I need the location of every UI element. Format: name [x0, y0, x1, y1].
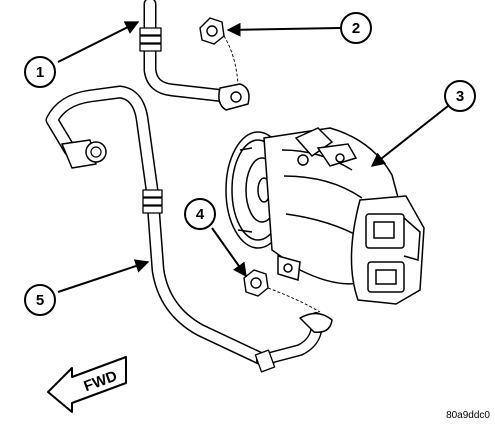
callout-5: 5: [24, 284, 56, 316]
callout-4-label: 4: [196, 206, 205, 223]
figure-code: 80a9ddc0: [446, 410, 490, 421]
nut-centerline-lower: [267, 287, 321, 313]
discharge-line: [139, 0, 250, 111]
nut-centerline-upper: [223, 35, 239, 85]
nut-lower: [243, 269, 269, 297]
fwd-arrow: FWD: [47, 356, 127, 413]
callout-4: 4: [184, 198, 216, 230]
callout-1: 1: [24, 56, 56, 88]
callout-3: 3: [444, 80, 476, 112]
callout-2-label: 2: [352, 20, 360, 37]
nut-upper: [199, 17, 225, 45]
callout-leaders: [57, 21, 449, 293]
callout-3-label: 3: [456, 88, 464, 105]
callout-2: 2: [340, 12, 372, 44]
ac-compressor: [225, 127, 425, 305]
suction-line: [45, 85, 333, 373]
callout-5-label: 5: [36, 292, 44, 309]
callout-1-label: 1: [36, 64, 44, 81]
